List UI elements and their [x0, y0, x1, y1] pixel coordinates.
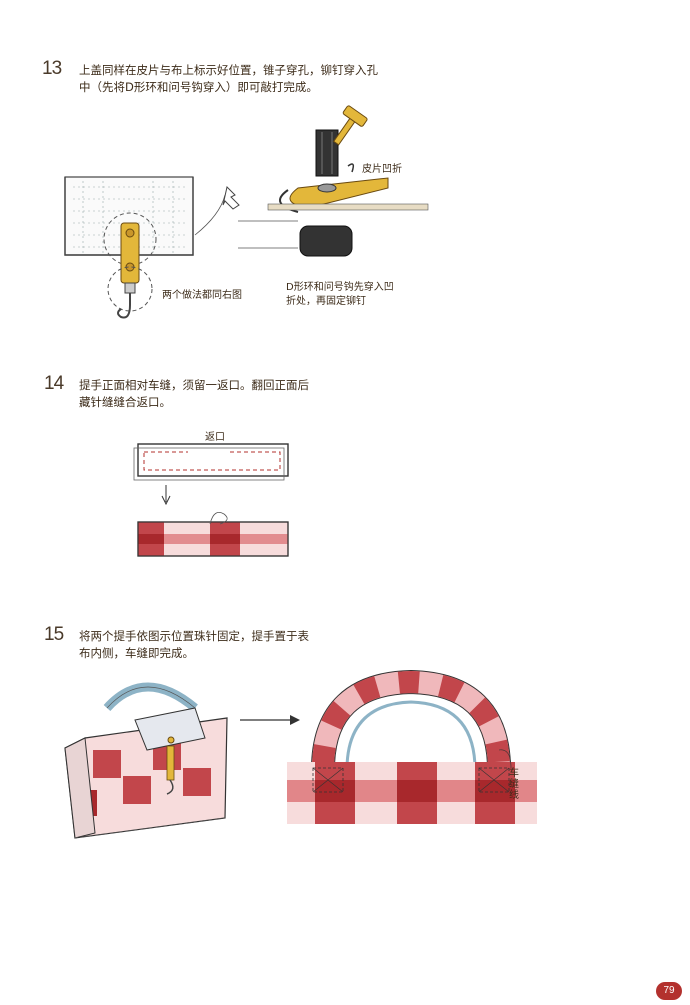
step-15-number: 15 [44, 624, 64, 645]
step-15-text: 将两个提手依图示位置珠针固定，提手置于表 布内侧，车缝即完成。 [79, 628, 379, 662]
gingham-handle-strip [137, 521, 289, 557]
step-15-text-line1: 将两个提手依图示位置珠针固定，提手置于表 [79, 629, 309, 643]
step-13-same-label: 两个做法都同右图 [162, 290, 242, 301]
step-14-handle-illustration [133, 443, 289, 557]
step-13-fold-label: 皮片凹折 [362, 164, 402, 175]
step-15-arrow [240, 715, 300, 725]
step-13-text-line1: 上盖同样在皮片与布上标示好位置，锥子穿孔，铆钉穿入孔 [79, 63, 378, 77]
step-14-opening-label: 返口 [205, 432, 225, 443]
step-14-text-line2: 藏针缝缝合返口。 [79, 395, 171, 409]
step-13-number: 13 [42, 58, 62, 79]
step-13-thread-label-line1: D形环和问号钩先穿入凹 [286, 282, 394, 293]
step-13-fabric-illustration [64, 176, 240, 319]
step-13-text: 上盖同样在皮片与布上标示好位置，锥子穿孔，铆钉穿入孔 中（先将D形环和问号钩穿入… [79, 62, 459, 96]
step-15-text-line2: 布内侧，车缝即完成。 [79, 646, 194, 660]
step-14-text-line1: 提手正面相对车缝，须留一返口。翻回正面后 [79, 378, 309, 392]
step-13-thread-label-line2: 折处，再固定铆钉 [286, 296, 366, 307]
step-13-thread-label: D形环和问号钩先穿入凹 折处，再固定铆钉 [286, 281, 394, 309]
page-number-badge: 79 [656, 982, 682, 1000]
step-14-number: 14 [44, 373, 64, 394]
step-15-bag-illustration [64, 682, 228, 839]
step-13-rivet-illustration [238, 105, 429, 257]
step-15-stitch-label: 车缝线 [509, 768, 519, 801]
step-13-text-line2: 中（先将D形环和问号钩穿入）即可敲打完成。 [79, 80, 318, 94]
step-14-text: 提手正面相对车缝，须留一返口。翻回正面后 藏针缝缝合返口。 [79, 377, 379, 411]
step-15-handle-attached-illustration [287, 669, 537, 824]
